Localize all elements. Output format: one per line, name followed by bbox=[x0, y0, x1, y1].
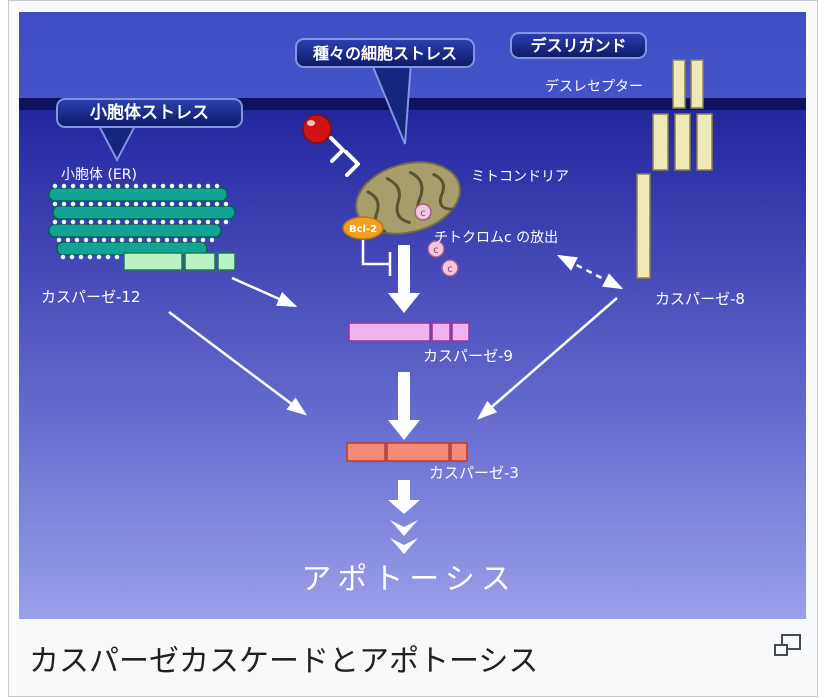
caspase8-label: カスパーゼ-8 bbox=[655, 290, 745, 308]
figure-caption: カスパーゼカスケードとアポトーシス bbox=[29, 644, 539, 679]
caspase9-label: カスパーゼ-9 bbox=[423, 347, 513, 365]
cyt-c-label: c bbox=[420, 208, 426, 219]
cell-stress-bubble: 種々の細胞ストレス bbox=[295, 38, 475, 68]
figure-image[interactable]: c Bcl-2 c c bbox=[19, 12, 806, 619]
bcl2-molecule: Bcl-2 bbox=[342, 216, 384, 240]
caspase9-bar bbox=[348, 322, 470, 342]
diagram-canvas: c Bcl-2 c c bbox=[48, 59, 713, 554]
death-receptor-label: デスレセプター bbox=[545, 79, 643, 95]
death-receptor-graphic bbox=[636, 59, 713, 279]
cytochrome-c-released: c c bbox=[427, 240, 459, 277]
er-graphic bbox=[48, 183, 236, 260]
er-label: 小胞体 (ER) bbox=[61, 167, 137, 183]
caspase12-label: カスパーゼ-12 bbox=[41, 288, 141, 306]
death-ligand-box: デスリガンド bbox=[510, 32, 647, 59]
mitochondria-label: ミトコンドリア bbox=[471, 169, 569, 185]
cascade-arrows bbox=[388, 245, 420, 554]
apoptosis-label: アポトーシス bbox=[301, 562, 517, 597]
caspase3-label: カスパーゼ-3 bbox=[429, 464, 519, 482]
svg-text:c: c bbox=[447, 264, 453, 275]
cytochrome-release-label: チトクロムc の放出 bbox=[434, 230, 559, 246]
expand-icon[interactable] bbox=[774, 634, 801, 656]
wikipedia-thumbnail-frame: c Bcl-2 c c bbox=[8, 0, 818, 697]
stress-signal-ball bbox=[302, 114, 360, 177]
caspase12-bar bbox=[123, 252, 236, 271]
caption-row: カスパーゼカスケードとアポトーシス bbox=[19, 628, 807, 686]
svg-text:c: c bbox=[433, 245, 439, 256]
bcl2-label: Bcl-2 bbox=[349, 224, 377, 235]
pathway-arrows bbox=[168, 254, 624, 420]
expand-icon-front-square bbox=[774, 644, 788, 656]
caspase3-bar bbox=[346, 442, 468, 462]
inhibition-tbar bbox=[361, 240, 392, 276]
er-stress-bubble: 小胞体ストレス bbox=[56, 98, 243, 128]
